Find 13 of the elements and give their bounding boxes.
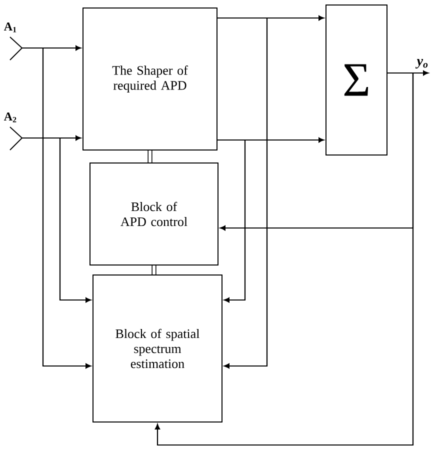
arrow <box>22 137 92 303</box>
connector-line <box>148 150 152 162</box>
arrow <box>154 72 414 446</box>
summer-box: Σ <box>326 4 388 156</box>
arrow <box>22 47 92 369</box>
arrow <box>218 139 246 303</box>
antenna: A$_{2}$ <box>4 112 22 150</box>
block-box: Block of spatial spectrum estimation <box>92 274 222 422</box>
antenna: A$_{1}$ <box>4 22 22 60</box>
connector-line <box>152 266 156 274</box>
signal-label: y$_{o}$ <box>415 59 428 68</box>
block-box: Block of APD control <box>90 162 218 266</box>
block-box: The Shaper of required APD <box>82 8 218 150</box>
